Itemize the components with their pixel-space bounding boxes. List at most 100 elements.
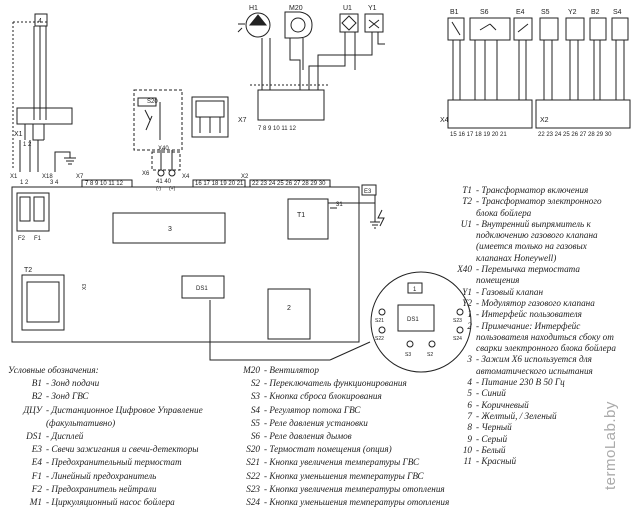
legend-row: S5- Реле давления установки: [250, 417, 368, 428]
legend-row: S2- Переключатель функционирования: [250, 378, 407, 389]
legend-row: DS1- Дисплей: [26, 431, 84, 442]
legend-row: X40- Перемычка термостата помещения: [457, 264, 581, 286]
label-panel-s2: S2: [427, 352, 433, 358]
label-m20: M20: [289, 5, 303, 12]
legend-row: S4- Регулятор потока ГВС: [250, 404, 361, 415]
label-x1: X1: [14, 131, 23, 138]
label-panel-ds1: DS1: [407, 317, 419, 323]
label-s21: S21: [375, 318, 384, 324]
label-panel-s3: S3: [405, 352, 411, 358]
label-x6-pins: 41 40: [156, 179, 172, 185]
y1-valve: [364, 13, 384, 33]
label-board-x18: X18: [42, 174, 53, 180]
legend-row: S6- Реле давления дымов: [250, 431, 352, 442]
label-4: 4: [38, 18, 42, 25]
label-h1: H1: [249, 5, 258, 12]
label-1: 1: [413, 287, 417, 293]
label-s20: S20: [147, 99, 158, 105]
label-u1: U1: [343, 5, 352, 12]
label-x6-minus: (-): [156, 186, 161, 192]
label-board-x4-pins: 16 17 18 19 20 21: [195, 181, 244, 187]
legend-row: 4- Питание 230 В 50 Гц: [467, 377, 565, 388]
board-header-x4: [192, 179, 246, 188]
legend-row: U1- Внутренний выпрямитель к подключению…: [460, 218, 598, 263]
legend-row: 1- Интерфейс пользователя: [467, 309, 582, 320]
s6-switch: [469, 17, 511, 41]
transformer-t1: [287, 198, 329, 240]
legend-row: B2- Зонд ГВС: [31, 391, 89, 402]
legend-row: S22- Кнопка уменьшения температуры ГВС: [246, 470, 424, 481]
label-f1: F1: [34, 236, 42, 242]
legend-row: 11- Красный: [463, 456, 517, 467]
label-t1: T1: [297, 212, 305, 219]
label-x7: X7: [238, 117, 247, 124]
legend-row: S23- Кнопка увеличения температуры отопл…: [246, 483, 445, 494]
legend-row: ДЦУ- Дистанционное Цифровое Управление: [23, 404, 203, 415]
fuse-holder: [16, 192, 50, 232]
b1-sensor: [447, 17, 465, 41]
legend-row: 8- Черный: [467, 422, 512, 433]
connector-x4: [447, 99, 533, 129]
label-t1-pin: 31: [336, 202, 343, 208]
label-board-x7: X7: [76, 174, 84, 180]
watermark: termoLab.by: [602, 401, 619, 490]
user-interface: [370, 271, 472, 373]
label-3: 3: [168, 226, 172, 233]
legend-left: Условные обозначения: B1- Зонд подачи B2…: [8, 364, 203, 509]
legend-row: S24- Кнопка уменьшения температуры отопл…: [246, 497, 450, 508]
label-board-x7-pins: 7 8 9 10 11 12: [85, 181, 124, 187]
legend-row: M20- Вентилятор: [243, 365, 319, 375]
label-board-x2: X2: [241, 174, 249, 180]
label-f2: F2: [18, 236, 26, 242]
legend-row: S3- Кнопка сброса блокирования: [250, 391, 382, 402]
label-x7-pins: 7 8 9 10 11 12: [258, 126, 297, 132]
label-board-x2-pins: 22 23 24 25 26 27 28 29 30: [252, 181, 326, 187]
label-x6: X6: [142, 171, 150, 177]
legend-row: S21- Кнопка увеличения температуры ГВС: [246, 457, 420, 468]
label-s22: S22: [375, 336, 384, 342]
connector-x7: [257, 89, 325, 121]
label-e4: E4: [516, 9, 525, 16]
legend-middle: M20- Вентилятор S2- Переключатель функци…: [218, 364, 449, 509]
transformer-t2: [21, 274, 65, 331]
label-s6: S6: [480, 9, 489, 16]
legend-row: 5- Синий: [467, 388, 506, 399]
legend-row: Y1- Газовый клапан: [462, 286, 544, 297]
legend-row: Y2- Модулятор газового клапана: [462, 297, 595, 308]
legend-row: E4- Предохранительный термостат: [31, 457, 182, 468]
board-header-x2: [249, 179, 331, 188]
b2-sensor: [589, 17, 607, 41]
power-box-4: [34, 13, 48, 27]
label-s4: S4: [613, 9, 622, 16]
label-ds1: DS1: [196, 286, 208, 292]
legend-row: F2- Предохранитель нейтрали: [31, 483, 157, 494]
legend-title: Условные обозначения:: [8, 365, 99, 375]
label-board-x18-pins: 3 4: [50, 180, 59, 186]
main-board: [11, 186, 360, 343]
legend-row: 7- Желтый, / Зеленый: [467, 410, 557, 421]
y2-modulator: [565, 17, 585, 41]
legend-row: 3- Зажим X6 используется для автоматичес…: [467, 354, 593, 376]
spark-e3: [361, 184, 377, 196]
label-x4-pins: 15 16 17 18 19 20 21: [450, 132, 507, 138]
label-x4: X4: [440, 117, 449, 124]
display-ds1: [181, 275, 225, 299]
component-2: [267, 288, 311, 340]
connector-x1: [16, 107, 73, 125]
label-y1: Y1: [368, 5, 377, 12]
legend-row: 10- Белый: [462, 444, 506, 455]
label-s23: S23: [453, 318, 462, 324]
connector-x2: [535, 99, 631, 129]
label-x2: X2: [540, 117, 549, 124]
legend-row: E3- Свечи зажигания и свечи-детекторы: [31, 444, 199, 455]
x40-bridge: [151, 151, 181, 171]
legend-row: (факультативно): [46, 417, 116, 428]
label-x3: X3: [82, 284, 88, 290]
board-header-x7: [81, 179, 133, 188]
label-x1-pins: 1 2: [23, 142, 32, 148]
legend-row: T1- Трансформатор включения: [462, 185, 589, 195]
label-s5: S5: [541, 9, 550, 16]
label-board-x1: X1: [10, 174, 18, 180]
diagram-labels: 4 H1 M20 U1 Y1 B1 S6 E4 S5 Y2 B2 S4 X1 1…: [10, 5, 622, 358]
